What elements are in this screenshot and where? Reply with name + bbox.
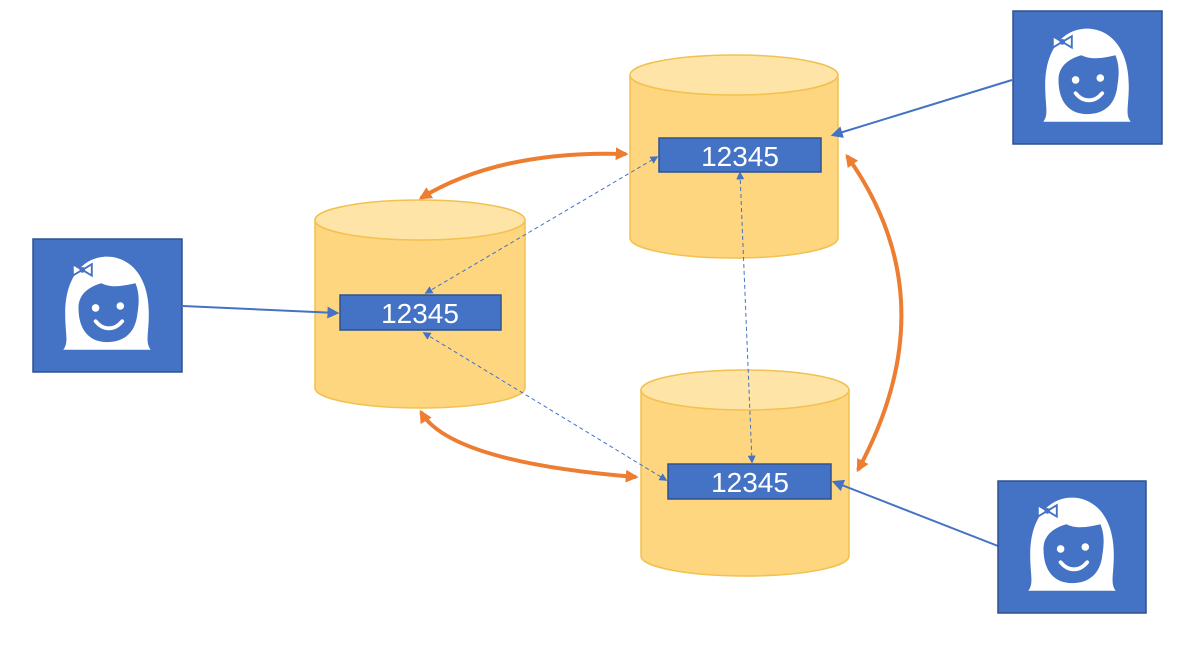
dashed-arrow-left-top [424, 156, 659, 294]
record-left[interactable]: 12345 [339, 294, 502, 331]
user-arrow-top-right [830, 79, 1013, 138]
record-value: 12345 [381, 298, 459, 329]
replication-arrow-left-top [418, 147, 629, 200]
user-tile-left[interactable] [32, 238, 183, 373]
record-value: 12345 [711, 467, 789, 498]
user-tile-bottom-right[interactable] [997, 480, 1147, 614]
user-arrow-left [182, 305, 340, 319]
user-tile-top-right[interactable] [1012, 10, 1163, 145]
cylinder-top [629, 54, 839, 96]
dashed-arrow-left-bottom [422, 332, 668, 481]
record-top-right[interactable]: 12345 [658, 137, 822, 173]
cylinder-top [314, 199, 526, 241]
dashed-arrow-top-bottom [736, 171, 756, 464]
replication-arrow-top-bottom [845, 153, 904, 473]
user-arrow-bottom-right [831, 479, 999, 547]
replication-arrow-left-bottom [419, 409, 639, 483]
cylinder-top [640, 369, 850, 411]
record-value: 12345 [701, 141, 779, 172]
record-bottom-right[interactable]: 12345 [667, 463, 832, 500]
